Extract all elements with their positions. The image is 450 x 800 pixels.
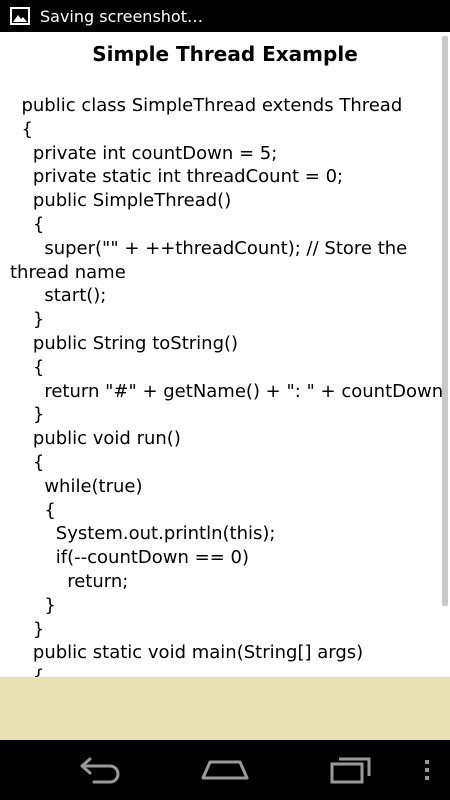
recent-apps-icon[interactable] (329, 752, 373, 788)
code-line: { (10, 451, 45, 473)
content-area[interactable]: Simple Thread Example public class Simpl… (0, 32, 450, 677)
code-line: private static int threadCount = 0; (10, 166, 344, 188)
menu-icon[interactable] (420, 752, 434, 788)
code-line: public void run() (10, 428, 181, 450)
code-line: start(); (10, 285, 107, 307)
code-line: System.out.println(this); (10, 523, 276, 545)
scrollbar[interactable] (442, 36, 448, 606)
image-icon (10, 7, 30, 25)
code-line: public SimpleThread() (10, 190, 232, 212)
code-line: { (10, 118, 33, 140)
code-line: super("" + ++threadCount); // Store the (10, 237, 408, 259)
code-line: { (10, 666, 45, 677)
navigation-bar (0, 740, 450, 800)
status-bar: Saving screenshot… (0, 0, 450, 32)
code-line: public class SimpleThread extends Thread (10, 95, 403, 116)
ad-banner-area[interactable] (0, 677, 450, 740)
status-notification-text: Saving screenshot… (40, 6, 203, 26)
code-line: public String toString() (10, 332, 239, 354)
code-line: public static void main(String[] args) (10, 642, 364, 664)
code-line: thread name (10, 261, 126, 283)
code-line: } (10, 309, 45, 331)
home-icon[interactable] (200, 752, 250, 788)
code-line: } (10, 618, 45, 640)
code-line: { (10, 499, 56, 521)
code-line: { (10, 356, 45, 378)
page-title: Simple Thread Example (92, 42, 358, 66)
code-block: public class SimpleThread extends Thread… (10, 94, 450, 677)
back-icon[interactable] (76, 752, 126, 788)
code-line: return; (10, 570, 129, 592)
code-line: } (10, 594, 56, 616)
code-line: if(--countDown == 0) (10, 547, 249, 569)
code-line: } (10, 404, 45, 426)
code-line: return "#" + getName() + ": " + countDow… (10, 380, 450, 402)
code-line: private int countDown = 5; (10, 142, 278, 164)
code-line: { (10, 213, 45, 235)
code-line: while(true) (10, 475, 143, 497)
